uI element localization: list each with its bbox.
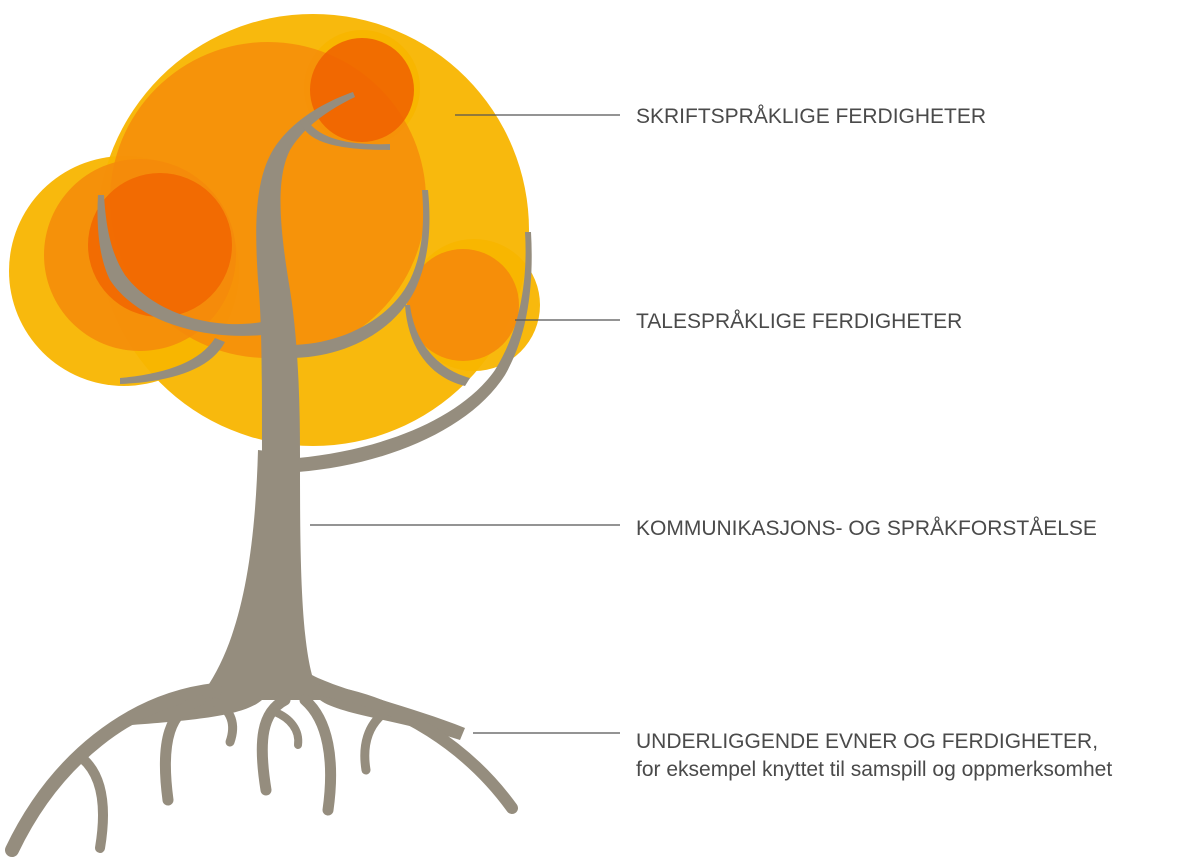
root-center-right [305,700,331,810]
label-spoken-skills: TALESPRÅKLIGE FERDIGHETER [636,309,962,335]
root-left-inner-curl [215,702,233,742]
label-comprehension: KOMMUNIKASJONS- OG SPRÅKFORSTÅELSE [636,516,1097,542]
tree-roots [12,690,512,850]
label-underlying-skills: UNDERLIGGENDE EVNER OG FERDIGHETER, [636,729,1098,755]
foliage-circle-right-inner [407,249,519,361]
label-underlying-subtitle: for eksempel knyttet til samspill og opp… [636,757,1112,783]
root-left-branch [78,755,103,848]
root-center-curl [275,712,298,745]
foliage-circle-top-inner [310,38,414,142]
label-written-skills: SKRIFTSPRÅKLIGE FERDIGHETER [636,104,986,130]
root-right-inner [365,712,385,770]
